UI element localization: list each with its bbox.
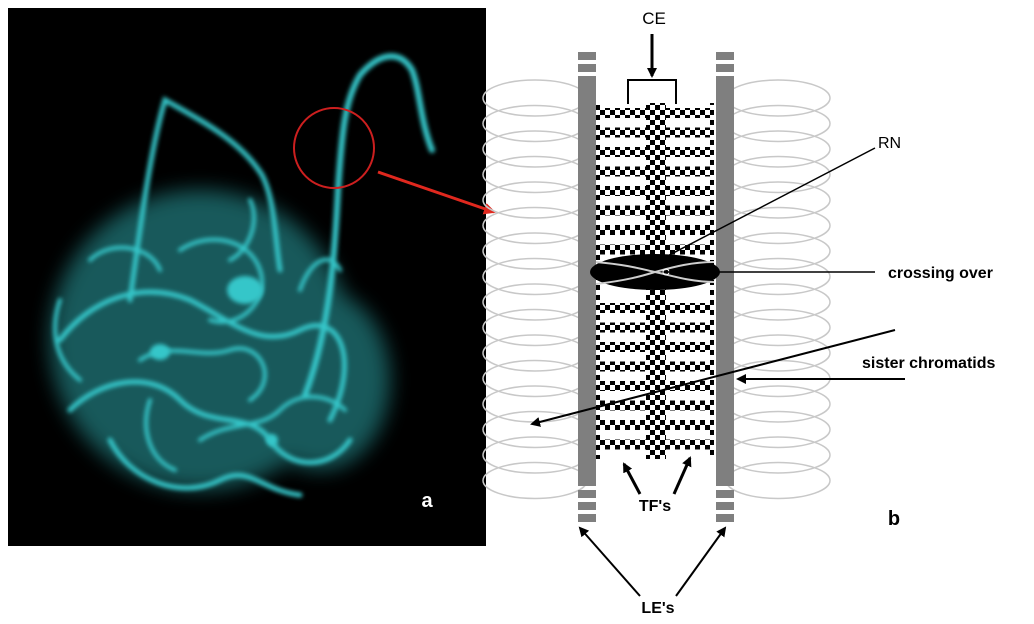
- lateral-inner-left: [596, 103, 600, 459]
- lateral-element-right-cap: [716, 52, 734, 60]
- lateral-element-right-cap: [716, 490, 734, 498]
- crossing-over-label: crossing over: [888, 265, 993, 282]
- panel-b-diagram: CE RN crossing over sister chromatids TF…: [482, 9, 995, 617]
- micrograph-bright-foci: [150, 276, 278, 446]
- les-arrow-right: [675, 526, 727, 597]
- lateral-element-right-cap: [716, 514, 734, 522]
- chromatin-loop-right: [725, 461, 831, 500]
- panel-a-micrograph: a: [8, 8, 496, 546]
- lateral-element-right: [716, 76, 734, 486]
- tfs-label: TF's: [639, 498, 671, 515]
- lateral-element-left: [578, 76, 596, 486]
- panel-b-label: b: [888, 508, 900, 530]
- lateral-element-right-cap: [716, 502, 734, 510]
- tfs-arrow-left: [622, 462, 642, 495]
- lateral-element-left-cap: [578, 64, 596, 72]
- recombination-nodule: [590, 254, 720, 290]
- sister-chromatids-arrow-left: [530, 329, 896, 427]
- zoom-arrow: [377, 170, 496, 215]
- crossover-strand: [595, 261, 715, 285]
- ce-bracket: [627, 79, 677, 104]
- panel-a-label: a: [421, 490, 433, 512]
- lateral-element-left-cap: [578, 502, 596, 510]
- lateral-element-right-cap: [716, 64, 734, 72]
- lateral-element-left-cap: [578, 490, 596, 498]
- rn-leader-line: [655, 147, 876, 263]
- rn-label: RN: [878, 135, 901, 152]
- micrograph-chromosome-strands: [53, 53, 435, 498]
- les-label: LE's: [641, 600, 674, 617]
- lateral-element-left-cap: [578, 514, 596, 522]
- les-arrow-left: [578, 526, 641, 597]
- ce-label: CE: [642, 9, 666, 28]
- chromatin-loop-left: [482, 461, 588, 500]
- sister-chromatids-label: sister chromatids: [862, 355, 995, 372]
- tfs-arrow-right: [672, 456, 692, 495]
- ce-indicator: CE: [627, 9, 677, 104]
- highlight-circle: [293, 107, 375, 189]
- lateral-elements: [578, 52, 734, 522]
- lateral-element-left-cap: [578, 52, 596, 60]
